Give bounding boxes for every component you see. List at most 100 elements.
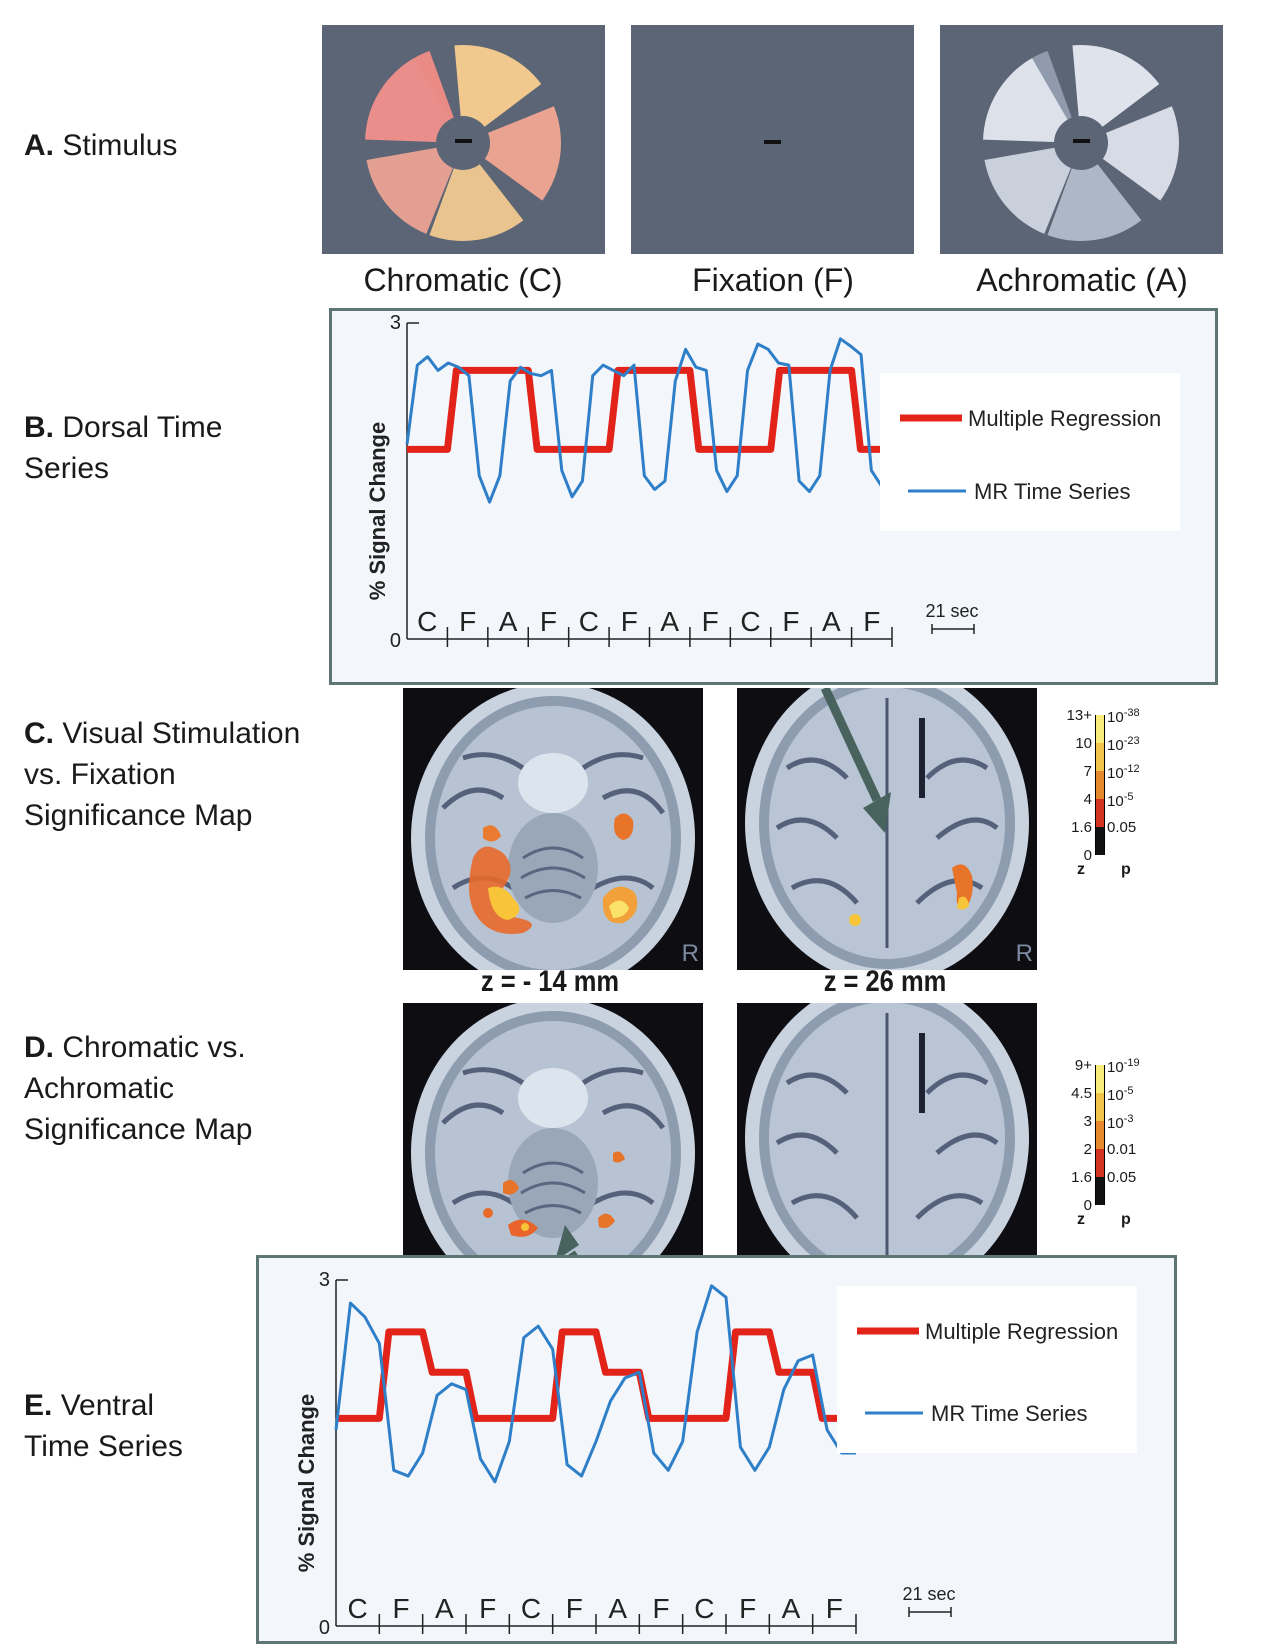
ventral-y-max-label: 3 [319, 1269, 330, 1291]
ventral-legend-box [837, 1286, 1137, 1453]
dorsal-block-label-6: A [660, 606, 679, 637]
colorbar-c-p-tick-1: 10-23 [1107, 735, 1140, 754]
chromatic-wedge-2 [484, 106, 561, 201]
fixation-mark-icon [764, 140, 781, 144]
panel-label-a: A. Stimulus [24, 125, 177, 166]
ventral-block-label-6: A [608, 1593, 627, 1624]
brain-map-c-slice1: R [403, 688, 703, 970]
brain-slice-ventral-icon [411, 688, 695, 970]
panel-title-a: Stimulus [62, 129, 178, 162]
brain-map-d-slice1: R [403, 1003, 703, 1285]
colorbar-d-z-tick-4: 1.6 [1071, 1169, 1092, 1186]
ventral-block-label-9: F [739, 1593, 756, 1624]
slice-label-1: z = - 14 mm [480, 965, 620, 998]
orientation-label-c2: R [1015, 940, 1033, 967]
dorsal-legend-model-label: Multiple Regression [968, 406, 1161, 431]
dorsal-block-label-1: F [459, 606, 476, 637]
ventral-scale-label: 21 sec [902, 1584, 955, 1604]
colorbar-d-segment-3 [1095, 1149, 1105, 1177]
chromatic-wheel-icon [365, 45, 561, 241]
colorbar-c-p-tick-0: 10-38 [1107, 707, 1140, 726]
brain-slice-dorsal-d-icon [745, 1003, 1029, 1285]
brain-slice-dorsal-icon [745, 688, 1029, 970]
panel-letter-b: B. [24, 411, 54, 444]
panel-title-b-line1: Dorsal Time [62, 411, 223, 444]
panel-title-e-line2: Time Series [24, 1430, 183, 1463]
panel-title-d-line2: Achromatic [24, 1072, 175, 1105]
chromatic-wedge-1 [454, 45, 542, 127]
colorbar-d-p-tick-4: 0.05 [1107, 1169, 1137, 1186]
panel-title-d-line1: Chromatic vs. [62, 1031, 246, 1064]
panel-letter-e: E. [24, 1389, 53, 1422]
colorbar-d-p-axis-label: p [1121, 1211, 1131, 1228]
ventral-block-label-4: C [521, 1593, 541, 1624]
dorsal-block-label-2: A [499, 606, 518, 637]
dorsal-block-label-10: A [822, 606, 841, 637]
ventral-y-axis-label: % Signal Change [294, 1394, 319, 1572]
dorsal-y-axis-label: % Signal Change [365, 422, 390, 600]
colorbar-d-p-tick-3: 0.01 [1107, 1141, 1137, 1158]
colorbar-d-p-tick-1: 10-5 [1107, 1085, 1134, 1104]
achromatic-wedge-1 [1072, 45, 1160, 127]
colorbar-d-segment-4 [1095, 1177, 1105, 1205]
dorsal-block-label-0: C [417, 606, 437, 637]
colorbar-d-segment-1 [1095, 1093, 1105, 1121]
ventral-block-label-1: F [392, 1593, 409, 1624]
colorbar-c-segment-2 [1095, 771, 1105, 799]
colorbar-d-z-tick-2: 3 [1083, 1113, 1092, 1130]
dorsal-legend-data-label: MR Time Series [974, 479, 1130, 504]
colorbar-c-p-exponent-0: -38 [1123, 707, 1140, 719]
colorbar-c-z-tick-3: 4 [1083, 791, 1092, 808]
colorbar-c-p-axis-label: p [1121, 861, 1131, 878]
colorbar-d-z-axis-label: z [1077, 1211, 1085, 1228]
brain-slice-ventral-d-icon [411, 1003, 695, 1285]
ventral-data-line [334, 1284, 856, 1484]
colorbar-c-segment-3 [1095, 799, 1105, 827]
panel-title-c-line2: vs. Fixation [24, 758, 176, 791]
dorsal-block-label-5: F [621, 606, 638, 637]
dorsal-block-label-8: C [740, 606, 760, 637]
colorbar-c-segment-4 [1095, 827, 1105, 855]
panel-letter-a: A. [24, 129, 54, 162]
orientation-label-c1: R [681, 940, 699, 967]
colorbar-c-z-tick-5: 0 [1083, 847, 1092, 864]
stimulus-caption-fixation: Fixation (F) [692, 262, 854, 298]
panel-title-d-line3: Significance Map [24, 1113, 253, 1146]
panel-title-b-line2: Series [24, 452, 110, 485]
ventral-block-label-11: F [826, 1593, 843, 1624]
ventral-block-label-0: C [348, 1593, 368, 1624]
ventral-y-min-label: 0 [319, 1617, 330, 1639]
ventral-block-label-10: A [782, 1593, 801, 1624]
stimulus-achromatic [940, 25, 1223, 254]
stimulus-chromatic [322, 25, 605, 254]
colorbar-c-z-tick-4: 1.6 [1071, 819, 1092, 836]
colorbar-c-p-exponent-2: -12 [1123, 763, 1140, 775]
dorsal-block-label-9: F [782, 606, 799, 637]
colorbar-c-p-tick-2: 10-12 [1107, 763, 1140, 782]
panel-letter-c: C. [24, 717, 54, 750]
dorsal-model-line [407, 366, 892, 453]
colorbar-d-z-tick-0: 9+ [1074, 1057, 1092, 1074]
panel-label-d: D. Chromatic vs. Achromatic Significance… [24, 1027, 252, 1150]
panel-label-e: E. Ventral Time Series [24, 1385, 183, 1467]
panel-letter-d: D. [24, 1031, 54, 1064]
colorbar-c-z-axis-label: z [1077, 861, 1085, 878]
ventral-legend-data-label: MR Time Series [931, 1401, 1087, 1426]
colorbar-c-z-tick-1: 10 [1075, 735, 1092, 752]
ventral-legend-model-label: Multiple Regression [925, 1319, 1118, 1344]
colorbar-c-p-exponent-1: -23 [1123, 735, 1140, 747]
colorbar-c-z-tick-2: 7 [1083, 763, 1092, 780]
colorbar-c-p-exponent-3: -5 [1123, 791, 1134, 803]
colorbar-d-z-tick-3: 2 [1083, 1141, 1092, 1158]
chromatic-wedge-5 [365, 58, 450, 143]
chromatic-fixation-mark [455, 139, 472, 143]
ventral-block-label-7: F [652, 1593, 669, 1624]
panel-title-c-line1: Visual Stimulation [62, 717, 301, 750]
slice-label-2: z = 26 mm [823, 965, 947, 998]
ventral-block-label-3: F [479, 1593, 496, 1624]
ventral-block-label-2: A [435, 1593, 454, 1624]
